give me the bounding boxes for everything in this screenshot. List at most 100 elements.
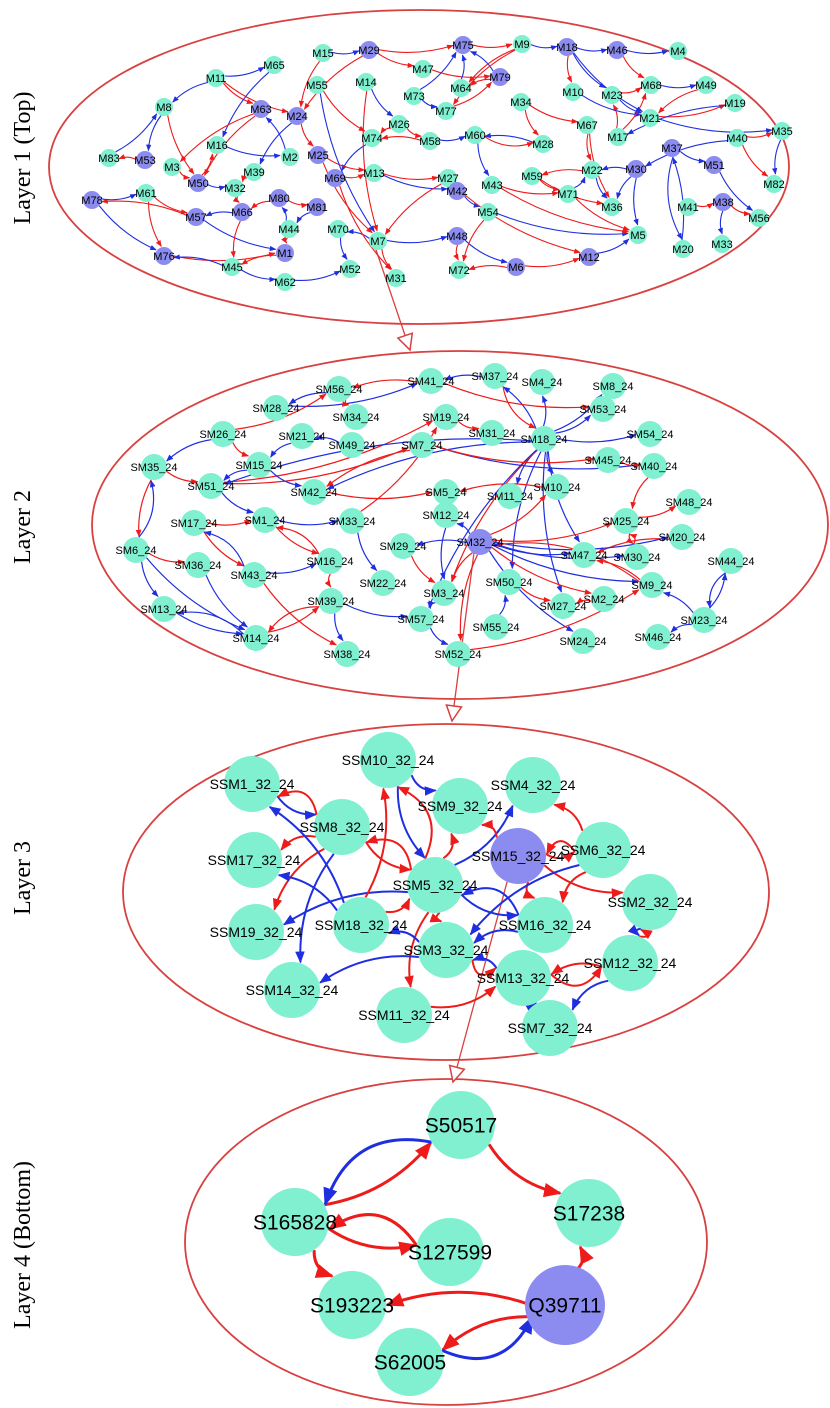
node-sm19-24[interactable]: SM19_24: [422, 404, 470, 430]
node-sm52-24[interactable]: SM52_24: [434, 641, 482, 667]
node-sm24-24[interactable]: SM24_24: [559, 628, 607, 654]
node-sm37-24[interactable]: SM37_24: [471, 363, 519, 389]
node-m79[interactable]: M79: [489, 68, 511, 86]
node-s127599[interactable]: S127599: [408, 1218, 492, 1286]
node-s193223[interactable]: S193223: [310, 1271, 394, 1339]
node-m13[interactable]: M13: [363, 164, 385, 182]
node-m25[interactable]: M25: [307, 146, 329, 164]
node-sm16-24[interactable]: SM16_24: [306, 548, 354, 574]
node-ssm11-32-24[interactable]: SSM11_32_24: [358, 987, 450, 1043]
node-m8[interactable]: M8: [155, 98, 173, 116]
node-ssm3-32-24[interactable]: SSM3_32_24: [404, 922, 489, 978]
node-m32[interactable]: M32: [224, 179, 246, 197]
node-sm31-24[interactable]: SM31_24: [468, 420, 516, 446]
node-s50517[interactable]: S50517: [425, 1091, 497, 1159]
node-ssm13-32-24[interactable]: SSM13_32_24: [477, 950, 570, 1006]
node-m70[interactable]: M70: [327, 220, 349, 238]
node-sm22-24[interactable]: SM22_24: [359, 570, 407, 596]
node-m81[interactable]: M81: [306, 198, 328, 216]
node-sm4-24[interactable]: SM4_24: [522, 369, 563, 395]
node-ssm9-32-24[interactable]: SSM9_32_24: [418, 778, 503, 834]
node-sm32-24[interactable]: SM32_24: [456, 529, 504, 555]
node-m33[interactable]: M33: [711, 235, 733, 253]
node-sm41-24[interactable]: SM41_24: [407, 368, 455, 394]
node-m74[interactable]: M74: [361, 129, 383, 147]
node-sm14-24[interactable]: SM14_24: [232, 625, 280, 651]
node-ssm15-32-24[interactable]: SSM15_32_24: [472, 828, 565, 884]
node-m65[interactable]: M65: [263, 56, 285, 74]
node-m52[interactable]: M52: [339, 260, 361, 278]
node-sm9-24[interactable]: SM9_24: [632, 572, 673, 598]
node-m46[interactable]: M46: [606, 41, 628, 59]
node-m38[interactable]: M38: [712, 193, 734, 211]
node-m77[interactable]: M77: [435, 102, 457, 120]
node-sm26-24[interactable]: SM26_24: [199, 421, 247, 447]
node-sm50-24[interactable]: SM50_24: [485, 569, 533, 595]
node-m22[interactable]: M22: [581, 161, 603, 179]
node-m17[interactable]: M17: [607, 128, 629, 146]
node-sm44-24[interactable]: SM44_24: [707, 548, 755, 574]
node-sm56-24[interactable]: SM56_24: [315, 376, 363, 402]
node-sm34-24[interactable]: SM34_24: [332, 404, 380, 430]
node-m56[interactable]: M56: [748, 209, 770, 227]
node-m39[interactable]: M39: [243, 163, 265, 181]
node-m34[interactable]: M34: [510, 93, 532, 111]
node-m20[interactable]: M20: [672, 240, 694, 258]
node-s17238[interactable]: S17238: [553, 1179, 625, 1247]
node-m83[interactable]: M83: [98, 149, 120, 167]
node-sm43-24[interactable]: SM43_24: [230, 562, 278, 588]
node-sm27-24[interactable]: SM27_24: [539, 593, 587, 619]
node-m59[interactable]: M59: [521, 167, 543, 185]
node-ssm18-32-24[interactable]: SSM18_32_24: [315, 897, 408, 953]
node-m68[interactable]: M68: [640, 76, 662, 94]
node-q39711[interactable]: Q39711: [525, 1265, 605, 1345]
node-m47[interactable]: M47: [412, 60, 434, 78]
node-m80[interactable]: M80: [268, 189, 290, 207]
node-sm53-24[interactable]: SM53_24: [579, 396, 627, 422]
node-sm21-24[interactable]: SM21_24: [278, 423, 326, 449]
node-sm55-24[interactable]: SM55_24: [472, 614, 520, 640]
node-m9[interactable]: M9: [513, 35, 531, 53]
node-m45[interactable]: M45: [221, 258, 243, 276]
node-m27[interactable]: M27: [437, 169, 459, 187]
node-sm11-24[interactable]: SM11_24: [487, 483, 533, 509]
node-sm25-24[interactable]: SM25_24: [602, 508, 650, 534]
node-m51[interactable]: M51: [703, 156, 725, 174]
node-m82[interactable]: M82: [763, 175, 785, 193]
node-sm15-24[interactable]: SM15_24: [235, 452, 283, 478]
node-m64[interactable]: M64: [450, 79, 472, 97]
node-m29[interactable]: M29: [358, 41, 380, 59]
node-m10[interactable]: M10: [562, 83, 584, 101]
node-s62005[interactable]: S62005: [374, 1328, 446, 1396]
node-m1[interactable]: M1: [276, 244, 294, 262]
node-m54[interactable]: M54: [477, 203, 499, 221]
node-sm40-24[interactable]: SM40_24: [630, 453, 678, 479]
node-sm42-24[interactable]: SM42_24: [290, 479, 338, 505]
node-m76[interactable]: M76: [153, 247, 175, 265]
node-ssm8-32-24[interactable]: SSM8_32_24: [300, 799, 385, 855]
node-m24[interactable]: M24: [286, 107, 308, 125]
node-ssm4-32-24[interactable]: SSM4_32_24: [491, 757, 576, 813]
node-m50[interactable]: M50: [187, 174, 209, 192]
node-m23[interactable]: M23: [601, 86, 623, 104]
node-m49[interactable]: M49: [695, 76, 717, 94]
node-m73[interactable]: M73: [403, 87, 425, 105]
node-ssm19-32-24[interactable]: SSM19_32_24: [210, 904, 303, 960]
node-m26[interactable]: M26: [388, 115, 410, 133]
node-m4[interactable]: M4: [669, 42, 687, 60]
node-m15[interactable]: M15: [312, 44, 334, 62]
node-sm2-24[interactable]: SM2_24: [584, 586, 625, 612]
node-m31[interactable]: M31: [385, 269, 407, 287]
node-ssm7-32-24[interactable]: SSM7_32_24: [508, 1000, 593, 1056]
node-m53[interactable]: M53: [134, 151, 156, 169]
node-m21[interactable]: M21: [639, 109, 661, 127]
node-ssm2-32-24[interactable]: SSM2_32_24: [608, 874, 693, 930]
node-m63[interactable]: M63: [250, 100, 272, 118]
node-sm33-24[interactable]: SM33_24: [328, 508, 376, 534]
node-sm17-24[interactable]: SM17_24: [170, 510, 218, 536]
node-sm1-24[interactable]: SM1_24: [245, 507, 286, 533]
node-sm38-24[interactable]: SM38_24: [323, 641, 371, 667]
node-m3[interactable]: M3: [163, 158, 181, 176]
node-m62[interactable]: M62: [274, 273, 296, 291]
node-ssm5-32-24[interactable]: SSM5_32_24: [393, 857, 478, 913]
